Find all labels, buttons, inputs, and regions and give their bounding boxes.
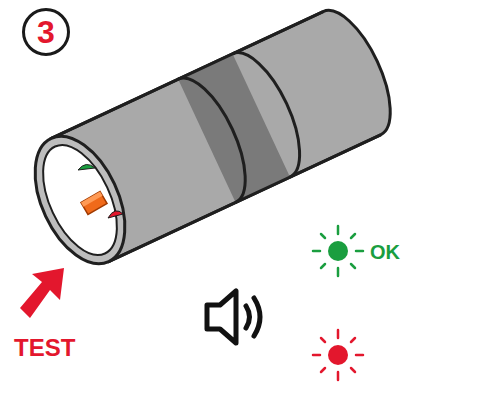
green-light (313, 226, 363, 276)
end-face-inner (28, 134, 132, 266)
red-light (313, 330, 363, 380)
tester-device (17, 0, 406, 278)
end-face (17, 122, 143, 277)
device-band (178, 54, 290, 203)
step-number-text: 3 (37, 16, 55, 48)
red-led (108, 211, 123, 218)
test-label: TEST (14, 336, 75, 360)
step-number: 3 (22, 8, 70, 56)
pointer-arrow (20, 268, 64, 318)
band-edge (178, 67, 261, 202)
test-button (81, 191, 107, 214)
green-led (78, 164, 95, 170)
band-edge (233, 42, 316, 177)
speaker-icon (207, 291, 260, 343)
ok-label: OK (370, 242, 400, 262)
